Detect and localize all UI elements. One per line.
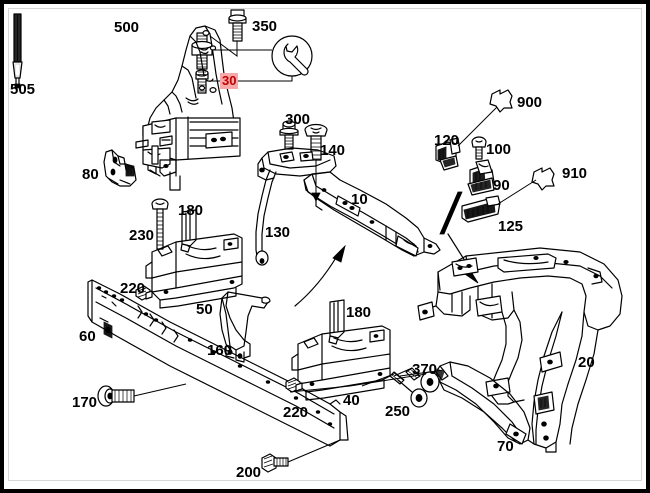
callout-label-clamp-bracket: 90 [493, 177, 510, 194]
part-200-hex-bolt [261, 439, 341, 473]
divider-slash [439, 191, 463, 235]
callout-label-headlamp-mounting-bracket: 30 [220, 73, 239, 89]
callout-label-mushroom-head-bolt: 100 [486, 141, 512, 158]
callout-label-long-flange-bolt: 250 [385, 403, 411, 420]
callout-label-crash-box-left: 50 [196, 301, 213, 318]
callout-label-retainer-strip: 125 [498, 218, 524, 235]
part-500-special-tool [191, 32, 313, 94]
callout-label-small-bracket: 80 [82, 166, 99, 183]
part-220-nut-left [135, 285, 153, 301]
part-120-clip [435, 103, 501, 171]
part-250-long-bolt [361, 371, 428, 408]
callout-label-hex-flange-bolt: 350 [252, 18, 278, 35]
callout-label-view-arrow-marker: 910 [562, 165, 588, 182]
callout-label-view-arrow-marker: 900 [517, 94, 543, 111]
callout-label-gusset-bracket: 160 [207, 342, 233, 359]
part-350-bolt [209, 9, 247, 57]
part-40-crash-box-right [291, 325, 391, 401]
callout-label-long-hex-bolt: 230 [129, 227, 155, 244]
callout-label-hex-flange-bolt: 300 [285, 111, 311, 128]
part-130-tie-rod-stay [255, 169, 277, 266]
part-10-front-crossmember [257, 147, 441, 257]
part-300-bolt [279, 120, 299, 150]
part-505-rivet [12, 13, 23, 89]
callout-label-tie-rod-stay: 130 [265, 224, 291, 241]
part-20-front-end-frame [417, 247, 623, 453]
callout-label-spacer-wedge: 180 [178, 202, 204, 219]
part-180-spacer-left [180, 209, 197, 253]
part-170-collar-bolt [97, 383, 187, 407]
callout-label-nut: 220 [120, 280, 146, 297]
part-60-bumper-impact-beam [87, 279, 349, 447]
callout-label-lower-support-arm: 70 [497, 438, 514, 455]
part-50-crash-box-left [145, 233, 243, 309]
callout-label-clip-retainer: 120 [434, 132, 460, 149]
part-70-lower-support-arm [399, 361, 535, 445]
callout-label-rivet: 505 [10, 81, 36, 98]
callout-label-collar-bolt: 170 [72, 394, 98, 411]
part-910-view-marker [531, 167, 555, 191]
callout-label-hex-flange-bolt: 370 [412, 361, 438, 378]
part-125-retainer [461, 179, 537, 223]
callout-label-crash-box-right: 40 [343, 392, 360, 409]
part-80-bracket [103, 149, 137, 187]
callout-label-spacer-wedge: 180 [346, 304, 372, 321]
callout-label-bumper-impact-beam: 60 [79, 328, 96, 345]
leader-130-arrow [294, 244, 346, 307]
callout-label-torx-pan-head-screw: 140 [320, 142, 346, 159]
callout-label-front-crossmember: 10 [351, 191, 368, 208]
part-180-spacer-right [328, 299, 345, 345]
part-230-bolt [151, 198, 169, 250]
part-900-view-marker [489, 89, 513, 113]
callout-label-front-end-frame-assembly: 20 [578, 354, 595, 371]
callout-label-hex-bolt: 200 [236, 464, 262, 481]
callout-label-special-tool-wrench: 500 [114, 19, 140, 36]
part-30-headlamp-bracket [135, 25, 241, 191]
part-90-clamp [467, 159, 495, 196]
part-220-nut-right [285, 377, 303, 393]
callout-label-nut: 220 [283, 404, 309, 421]
part-100-bolt [471, 136, 487, 160]
